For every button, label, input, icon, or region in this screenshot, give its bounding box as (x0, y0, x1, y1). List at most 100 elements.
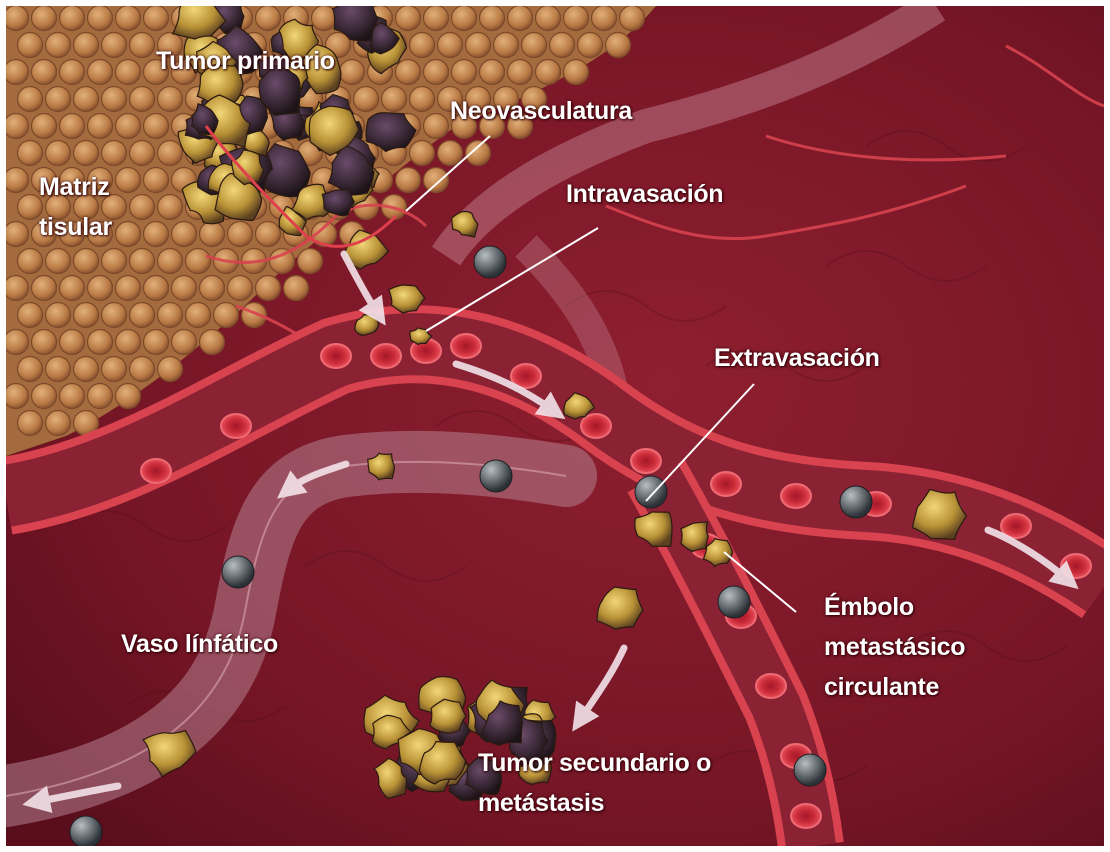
matrix-cell (88, 114, 113, 139)
matrix-cell (6, 114, 29, 139)
matrix-cell (130, 357, 155, 382)
matrix-cell (494, 33, 519, 58)
matrix-cell (228, 222, 253, 247)
matrix-cell (74, 357, 99, 382)
label-matriz-line2: tisular (39, 212, 112, 242)
matrix-cell (116, 168, 141, 193)
matrix-cell (116, 6, 141, 31)
matrix-cell (74, 303, 99, 328)
matrix-cell (6, 222, 29, 247)
matrix-cell (46, 87, 71, 112)
matrix-cell (396, 168, 421, 193)
lymphocyte (480, 460, 512, 492)
matrix-cell (144, 222, 169, 247)
matrix-cell (144, 330, 169, 355)
matrix-cell (144, 6, 169, 31)
matrix-cell (32, 330, 57, 355)
matrix-cell (116, 384, 141, 409)
matrix-cell (396, 60, 421, 85)
matrix-cell (480, 6, 505, 31)
matrix-cell (172, 222, 197, 247)
matrix-cell (102, 87, 127, 112)
matrix-cell (158, 87, 183, 112)
matrix-cell (18, 33, 43, 58)
matrix-cell (116, 330, 141, 355)
matrix-cell (396, 6, 421, 31)
matrix-cell (46, 303, 71, 328)
matrix-cell (214, 303, 239, 328)
matrix-cell (480, 60, 505, 85)
matrix-cell (32, 60, 57, 85)
matrix-cell (256, 276, 281, 301)
red-blood-cell (711, 472, 741, 496)
matrix-cell (466, 141, 491, 166)
red-blood-cell (221, 414, 251, 438)
label-neovasculatura: Neovasculatura (450, 96, 632, 126)
matrix-cell (158, 357, 183, 382)
matrix-cell (32, 276, 57, 301)
matrix-cell (102, 33, 127, 58)
matrix-cell (354, 87, 379, 112)
matrix-cell (60, 276, 85, 301)
lymphocyte (635, 476, 667, 508)
matrix-cell (116, 114, 141, 139)
label-tumor-secundario-line2: metástasis (478, 788, 604, 818)
matrix-cell (6, 60, 29, 85)
matrix-cell (410, 87, 435, 112)
matrix-cell (564, 60, 589, 85)
matrix-cell (578, 33, 603, 58)
red-blood-cell (581, 414, 611, 438)
matrix-cell (88, 384, 113, 409)
matrix-cell (466, 33, 491, 58)
matrix-cell (550, 33, 575, 58)
matrix-cell (606, 33, 631, 58)
label-embolo-line3: circulante (824, 672, 939, 702)
matrix-cell (256, 222, 281, 247)
matrix-cell (46, 141, 71, 166)
red-blood-cell (371, 344, 401, 368)
label-matriz-line1: Matriz (39, 172, 109, 202)
lymphocyte (718, 586, 750, 618)
matrix-cell (382, 87, 407, 112)
matrix-cell (284, 276, 309, 301)
matrix-cell (32, 384, 57, 409)
matrix-cell (60, 60, 85, 85)
matrix-cell (6, 384, 29, 409)
matrix-cell (158, 195, 183, 220)
matrix-cell (536, 6, 561, 31)
matrix-cell (6, 330, 29, 355)
label-embolo-line1: Émbolo (824, 592, 914, 622)
metastasis-illustration: Tumor primario Neovasculatura Matriz tis… (6, 6, 1104, 846)
matrix-cell (200, 330, 225, 355)
matrix-cell (18, 249, 43, 274)
red-blood-cell (631, 449, 661, 473)
matrix-cell (340, 60, 365, 85)
matrix-cell (130, 33, 155, 58)
matrix-cell (6, 276, 29, 301)
matrix-cell (522, 33, 547, 58)
lymphocyte (70, 816, 102, 846)
matrix-cell (60, 6, 85, 31)
matrix-cell (452, 6, 477, 31)
matrix-cell (298, 249, 323, 274)
matrix-cell (424, 114, 449, 139)
matrix-cell (18, 303, 43, 328)
matrix-cell (424, 6, 449, 31)
matrix-cell (74, 249, 99, 274)
matrix-cell (46, 249, 71, 274)
matrix-cell (172, 330, 197, 355)
matrix-cell (116, 222, 141, 247)
matrix-cell (172, 276, 197, 301)
matrix-cell (130, 87, 155, 112)
matrix-cell (74, 141, 99, 166)
matrix-cell (130, 303, 155, 328)
matrix-cell (144, 276, 169, 301)
matrix-cell (438, 33, 463, 58)
matrix-cell (452, 60, 477, 85)
matrix-cell (88, 276, 113, 301)
lymphocyte (794, 754, 826, 786)
matrix-cell (508, 6, 533, 31)
matrix-cell (60, 330, 85, 355)
matrix-cell (46, 357, 71, 382)
matrix-cell (88, 330, 113, 355)
